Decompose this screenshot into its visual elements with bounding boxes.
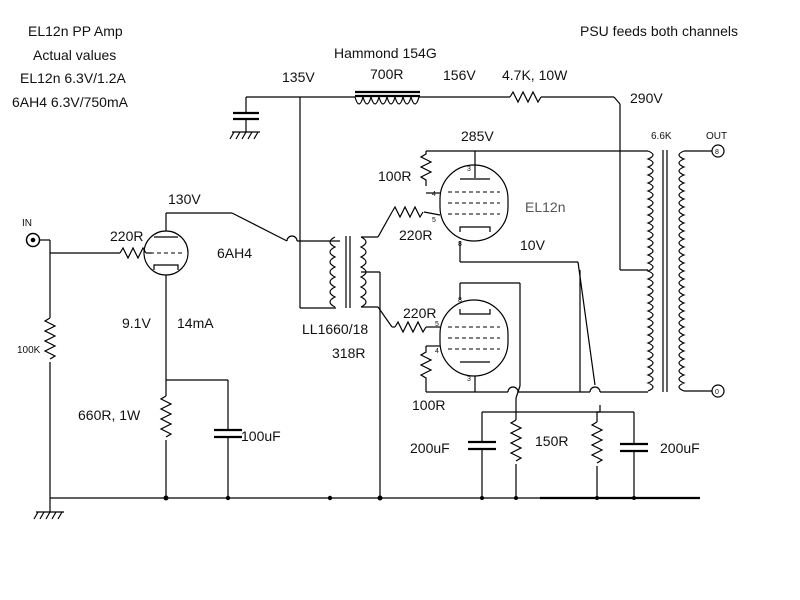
interstage-model-label: LL1660/18 — [302, 321, 368, 337]
grid-resistor-top-label: 220R — [399, 227, 432, 243]
cathode-voltage-label: 10V — [520, 237, 546, 253]
cathode-resistor-label: 150R — [535, 433, 568, 449]
cathode-resistor — [509, 419, 523, 462]
input-label: IN — [22, 218, 32, 229]
interstage-resistance-label: 318R — [332, 345, 365, 361]
output-terminal-8[interactable]: 8 — [711, 144, 725, 158]
ground-symbol-psu — [229, 131, 260, 140]
output-tube-top — [439, 164, 509, 242]
ground-bus — [50, 495, 700, 501]
driver-cathode-resistor — [159, 395, 173, 438]
v-after-choke-label: 156V — [443, 67, 476, 83]
driver-cathode-capacitor — [214, 380, 242, 498]
cathode-capacitor-left — [468, 412, 496, 498]
screen-resistor-bottom-label: 100R — [412, 397, 445, 413]
grid-leak-label: 100K — [17, 345, 41, 356]
filter-capacitor — [233, 97, 259, 132]
cathode-cap-left-label: 200uF — [410, 440, 450, 456]
bottom-pin-5: 5 — [435, 321, 439, 328]
ground-symbol-main — [33, 511, 64, 520]
input-jack-icon[interactable] — [25, 232, 41, 248]
dropper-resistor — [509, 90, 542, 104]
grid-leak-resistor — [43, 317, 57, 360]
driver-tube-label: 6AH4 — [217, 245, 252, 261]
output-transformer — [646, 150, 686, 392]
note-6ah4-heater: 6AH4 6.3V/750mA — [12, 94, 129, 110]
top-pin-5: 5 — [432, 217, 436, 224]
note-title: EL12n PP Amp — [28, 23, 123, 39]
cathode-cap-right-label: 200uF — [660, 440, 700, 456]
driver-current: 14mA — [177, 315, 214, 331]
screen-resistor-top — [419, 151, 433, 186]
output-tube-bottom — [439, 299, 509, 377]
screen-resistor-bottom — [419, 346, 433, 382]
opt-impedance-label: 6.6K — [651, 131, 672, 142]
top-pin-4: 4 — [432, 191, 436, 198]
v-bplus-label: 290V — [630, 90, 663, 106]
top-pin-3: 3 — [467, 166, 471, 173]
grid-resistor-top — [391, 205, 424, 219]
driver-grid-resistor — [119, 246, 147, 260]
screen-resistor-top-label: 100R — [378, 168, 411, 184]
cathode-resistor-right — [590, 421, 604, 464]
choke-hammond-154g — [354, 90, 420, 105]
interstage-transformer — [329, 236, 367, 308]
choke-model-label: Hammond 154G — [334, 45, 437, 61]
v-filter-label: 135V — [282, 69, 315, 85]
opt-tap-8: 8 — [715, 149, 719, 156]
grid-resistor-bottom-label: 220R — [403, 305, 436, 321]
grid-resistor-bottom — [394, 320, 427, 334]
bottom-pin-4: 4 — [435, 348, 439, 355]
bottom-pin-8: 8 — [458, 297, 462, 304]
opt-tap-0: 0 — [715, 389, 719, 396]
note-psu: PSU feeds both channels — [580, 23, 738, 39]
choke-resistance-label: 700R — [370, 66, 403, 82]
opt-out-label: OUT — [706, 131, 727, 142]
screen-voltage-label: 285V — [461, 128, 494, 144]
note-actual-values: Actual values — [33, 47, 116, 63]
driver-tube-6ah4 — [143, 230, 189, 276]
output-terminal-0[interactable]: 0 — [711, 384, 725, 398]
driver-cathode-resistor-label: 660R, 1W — [78, 407, 141, 423]
driver-cathode-voltage: 9.1V — [122, 315, 151, 331]
driver-cathode-cap-label: 100uF — [241, 428, 281, 444]
output-tube-label: EL12n — [525, 199, 565, 215]
note-el12n-heater: EL12n 6.3V/1.2A — [20, 70, 127, 86]
bottom-pin-3: 3 — [467, 376, 471, 383]
dropper-label: 4.7K, 10W — [502, 67, 568, 83]
cathode-capacitor-right — [597, 411, 648, 498]
driver-grid-resistor-label: 220R — [110, 228, 143, 244]
driver-plate-voltage: 130V — [168, 191, 201, 207]
